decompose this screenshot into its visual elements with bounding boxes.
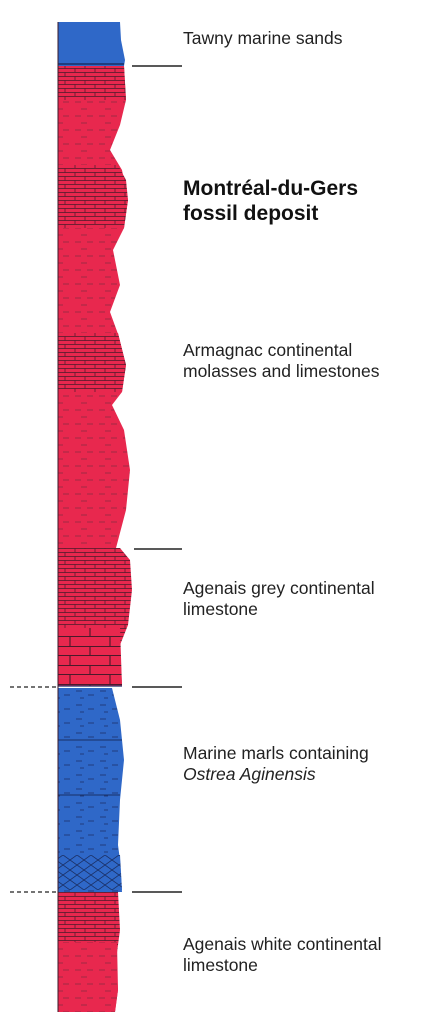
- label-line: molasses and limestones: [183, 361, 379, 382]
- agenais-white-limestone-unit: [58, 892, 120, 1012]
- label-armagnac-molasses: Armagnac continental molasses and limest…: [183, 340, 379, 382]
- label-montreal-du-gers-deposit: Montréal-du-Gers fossil deposit: [183, 176, 358, 226]
- label-line: Agenais white continental: [183, 934, 381, 955]
- label-line: Agenais grey continental: [183, 578, 375, 599]
- label-agenais-white-limestone: Agenais white continental limestone: [183, 934, 381, 976]
- label-line: limestone: [183, 955, 381, 976]
- label-marine-marls: Marine marls containing Ostrea Aginensis: [183, 743, 369, 785]
- label-line: Tawny marine sands: [183, 28, 343, 49]
- agenais-grey-limestone-unit: [58, 548, 132, 686]
- armagnac-molasses-unit: [58, 66, 130, 548]
- label-line: Marine marls containing: [183, 743, 369, 764]
- tawny-marine-sands-unit: [58, 22, 125, 66]
- marine-marls-unit: [58, 688, 124, 892]
- label-line: limestone: [183, 599, 375, 620]
- label-line: fossil deposit: [183, 201, 358, 226]
- label-line-italic: Ostrea Aginensis: [183, 764, 369, 785]
- label-line: Montréal-du-Gers: [183, 176, 358, 201]
- label-line: Armagnac continental: [183, 340, 379, 361]
- label-agenais-grey-limestone: Agenais grey continental limestone: [183, 578, 375, 620]
- label-tawny-marine-sands: Tawny marine sands: [183, 28, 343, 49]
